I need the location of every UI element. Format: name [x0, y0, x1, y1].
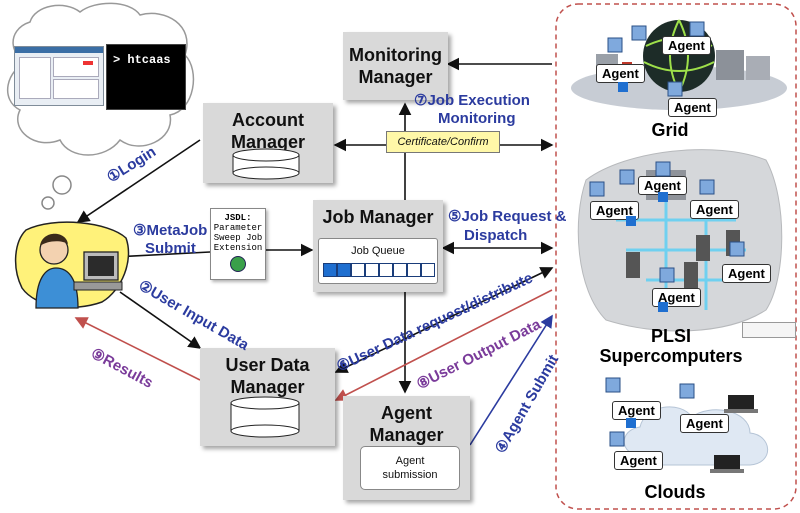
monitoring-manager-box: Monitoring Manager — [343, 32, 448, 100]
job-exec-label-2: Monitoring — [438, 110, 516, 127]
clouds-title: Clouds — [644, 482, 706, 502]
agent-badge: Agent — [690, 200, 739, 219]
queue-slot — [365, 263, 379, 277]
agent-badge: Agent — [596, 64, 645, 83]
agent-submission-line-1: Agent — [395, 455, 425, 467]
kisti-logo — [742, 322, 796, 338]
terminal-window: > htcaas — [106, 44, 186, 110]
account-manager-title-2: Manager — [230, 132, 306, 152]
plsi-map-illustration — [577, 149, 783, 332]
agent-badge: Agent — [614, 451, 663, 470]
app-screenshot — [14, 46, 104, 106]
monitoring-manager-title-1: Monitoring — [349, 45, 442, 65]
monitoring-manager-title-2: Manager — [358, 67, 433, 87]
agent-badge: Agent — [612, 401, 661, 420]
job-request-label-2: Dispatch — [464, 227, 528, 244]
grid-title: Grid — [651, 120, 689, 140]
queue-slot — [421, 263, 435, 277]
user-at-computer-illustration — [14, 221, 130, 309]
metajob-label-2: Submit — [145, 240, 196, 257]
account-database-icon — [232, 148, 300, 180]
job-queue-slots — [323, 263, 435, 277]
agent-submission-panel: Agent submission — [360, 446, 460, 490]
job-request-label-1: ⑤Job Request & — [448, 208, 567, 225]
agent-badge: Agent — [722, 264, 771, 283]
jsdl-line-4: Extension — [213, 243, 263, 253]
agent-submission-line-2: submission — [382, 469, 438, 481]
account-manager-title-1: Account — [232, 110, 304, 130]
globe-icon — [230, 256, 246, 272]
user-data-manager-title-2: Manager — [230, 377, 305, 397]
jsdl-line-1: JSDL: — [224, 213, 252, 223]
queue-slot — [407, 263, 421, 277]
queue-slot — [337, 263, 351, 277]
queue-slot — [393, 263, 407, 277]
jsdl-line-3: Sweep Job — [213, 233, 263, 243]
job-manager-title: Job Manager — [322, 207, 434, 227]
agent-manager-title-1: Agent — [381, 403, 432, 423]
jsdl-line-2: Parameter — [213, 223, 263, 233]
user-data-database-icon — [230, 396, 300, 438]
user-data-manager-title-1: User Data — [225, 355, 310, 375]
job-queue-title: Job Queue — [351, 245, 405, 257]
terminal-prompt: > htcaas — [113, 53, 171, 67]
queue-slot — [351, 263, 365, 277]
queue-slot — [379, 263, 393, 277]
job-queue-panel: Job Queue — [318, 238, 438, 284]
jsdl-document: JSDL: Parameter Sweep Job Extension — [210, 208, 266, 280]
certificate-confirm-box: Certificate/Confirm — [386, 131, 500, 153]
agent-badge: Agent — [662, 36, 711, 55]
plsi-title-2: Supercomputers — [599, 346, 743, 366]
metajob-label-1: ③MetaJob — [133, 222, 208, 239]
plsi-title-1: PLSI — [650, 326, 691, 346]
agent-server-icons — [589, 21, 745, 447]
job-exec-label-1: ⑦Job Execution — [414, 92, 530, 109]
agent-manager-title-2: Manager — [369, 425, 444, 445]
queue-slot — [323, 263, 337, 277]
agent-badge: Agent — [668, 98, 717, 117]
agent-badge: Agent — [680, 414, 729, 433]
agent-badge: Agent — [590, 201, 639, 220]
